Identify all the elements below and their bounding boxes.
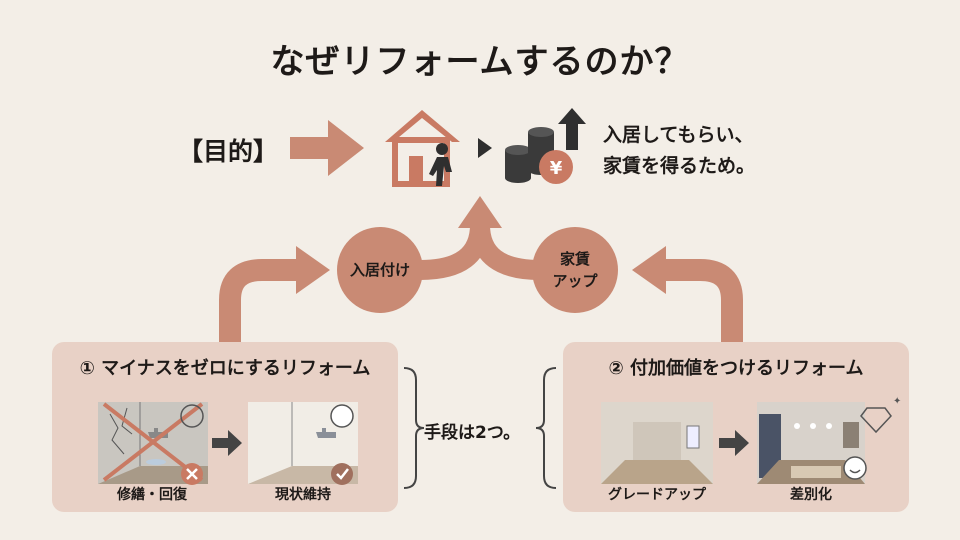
- means-text: 手段は2つ。: [424, 423, 521, 443]
- diamond-icon: [860, 407, 892, 434]
- repaired-room-image: [248, 402, 358, 484]
- person-walking-icon: [429, 143, 452, 186]
- panel-title: ① マイナスをゼロにするリフォーム: [79, 358, 371, 379]
- circle-rent-up: 家賃 アップ: [532, 227, 618, 313]
- panel-minus-to-zero: ① マイナスをゼロにするリフォーム 修繕・回復 現状維持: [52, 342, 398, 512]
- smile-face-icon: [843, 456, 867, 480]
- circle-occupancy: 入居付け: [337, 227, 423, 313]
- panel1-illustrations: [98, 402, 358, 485]
- caption-differentiation: 差別化: [790, 487, 832, 503]
- panel2-illustrations: ✦: [601, 396, 901, 484]
- goal-line-2: 家賃を得るため。: [603, 155, 756, 177]
- goal-line-1: 入居してもらい、: [603, 124, 754, 146]
- circle-rent-up-line-2: アップ: [552, 272, 598, 290]
- page-title: なぜリフォームするのか？: [270, 42, 690, 82]
- goal-text: 入居してもらい、 家賃を得るため。: [603, 120, 755, 182]
- right-curved-arrow: [662, 259, 743, 342]
- purpose-arrow: [290, 120, 364, 176]
- yen-symbol: ¥: [550, 158, 563, 179]
- right-arrow-icon: [212, 430, 242, 456]
- left-curved-arrow: [219, 259, 300, 342]
- caption-repair: 修繕・回復: [117, 487, 187, 503]
- sparkle-icon: ✦: [893, 396, 901, 407]
- right-brace: [535, 367, 557, 489]
- faucet-icon: [316, 428, 336, 438]
- up-arrow-icon: [558, 108, 586, 150]
- purpose-label: 【目的】: [178, 137, 279, 166]
- house-icon: [385, 110, 460, 187]
- play-triangle-icon: [478, 138, 492, 158]
- sad-face-icon: [180, 404, 204, 428]
- circle-occupancy-label: 入居付け: [349, 261, 410, 279]
- panel-added-value: ② 付加価値をつけるリフォーム ✦ グレードアップ 差別化: [563, 342, 909, 512]
- circle-rent-up-line-1: 家賃: [559, 250, 590, 268]
- standard-room-image: [601, 402, 713, 484]
- panel-title: ② 付加価値をつけるリフォーム: [608, 358, 864, 379]
- yen-coin-icon: [539, 150, 573, 184]
- right-arrow-icon: [719, 430, 749, 456]
- caption-grade-up: グレードアップ: [608, 487, 706, 503]
- center-merge-arrow: [419, 224, 541, 280]
- check-mark-icon: [331, 463, 353, 485]
- damaged-room-image: [98, 402, 208, 484]
- left-brace: [403, 367, 425, 489]
- neutral-face-icon: [330, 404, 354, 428]
- caption-maintain: 現状維持: [275, 487, 331, 503]
